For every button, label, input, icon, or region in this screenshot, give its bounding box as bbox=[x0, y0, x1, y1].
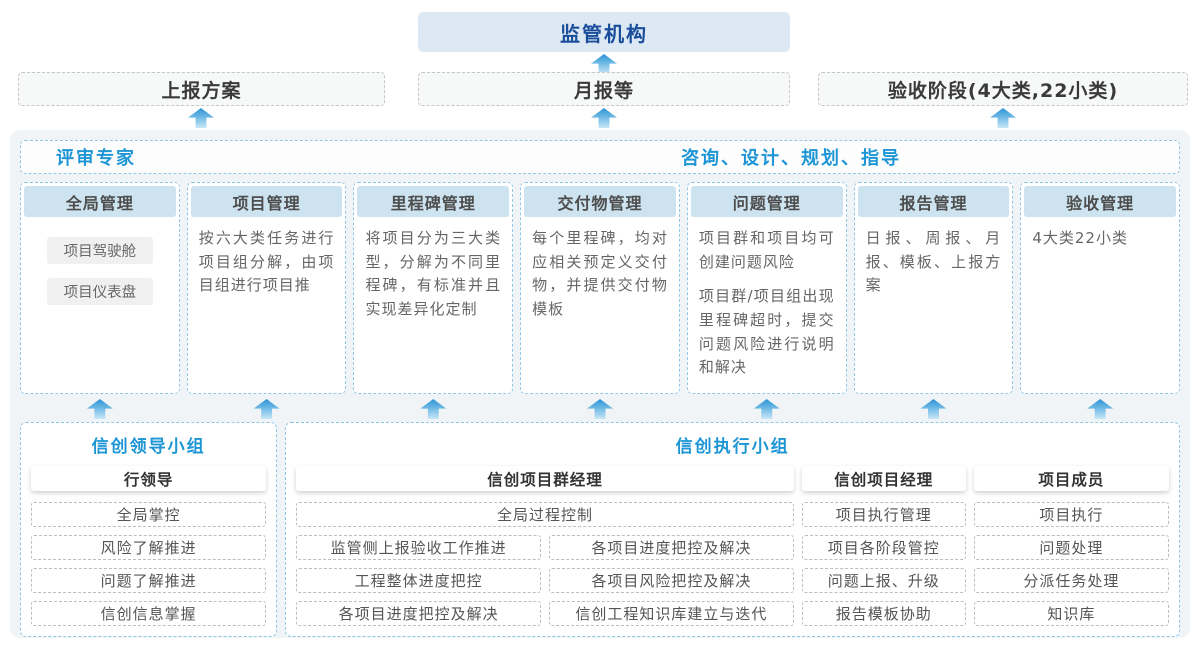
module-text: 日报、周报、月报、模板、上报方案 bbox=[865, 229, 1002, 295]
module-text: 4大类22小类 bbox=[1032, 229, 1128, 247]
duty-item: 知识库 bbox=[973, 601, 1169, 626]
role-box-project-member: 项目成员 bbox=[973, 466, 1169, 491]
module-title: 交付物管理 bbox=[524, 186, 676, 217]
module-item: 项目驾驶舱 bbox=[46, 237, 153, 264]
duty-item: 监管侧上报验收工作推进 bbox=[296, 535, 542, 560]
module-body: 按六大类任务进行项目组分解，由项目组进行项目推 bbox=[188, 217, 346, 393]
duty-item: 信创工程知识库建立与迭代 bbox=[549, 601, 794, 626]
module-card-acceptance: 验收管理 4大类22小类 bbox=[1020, 182, 1181, 394]
report-box-label: 验收阶段(4大类,22小类) bbox=[887, 79, 1119, 102]
duty-item: 分派任务处理 bbox=[973, 568, 1169, 593]
up-arrow-icon bbox=[86, 399, 113, 419]
up-arrow-icon bbox=[188, 108, 214, 128]
module-card-project: 项目管理 按六大类任务进行项目组分解，由项目组进行项目推 bbox=[186, 182, 347, 394]
module-title: 问题管理 bbox=[690, 186, 843, 217]
duty-item: 项目执行管理 bbox=[801, 502, 966, 527]
up-arrow-icon bbox=[591, 54, 617, 74]
module-body: 4大类22小类 bbox=[1021, 217, 1179, 393]
module-text: 项目群和项目均可创建问题风险 bbox=[698, 229, 835, 271]
up-arrow-icon bbox=[420, 399, 447, 419]
platform-container: 评审专家 咨询、设计、规划、指导 全局管理 项目驾驶舱 项目仪表盘 项目管理 按… bbox=[10, 130, 1190, 638]
report-box-acceptance: 验收阶段(4大类,22小类) bbox=[818, 72, 1188, 106]
up-arrow-icon bbox=[920, 399, 947, 419]
duty-item: 工程整体进度把控 bbox=[296, 568, 542, 593]
up-arrow-icon bbox=[990, 108, 1016, 128]
leader-group-title: 信创领导小组 bbox=[91, 437, 206, 457]
consult-label: 咨询、设计、规划、指导 bbox=[681, 148, 902, 169]
module-card-report: 报告管理 日报、周报、月报、模板、上报方案 bbox=[853, 182, 1014, 394]
module-card-milestone: 里程碑管理 将项目分为三大类型，分解为不同里程碑，有标准并且实现差异化定制 bbox=[353, 182, 514, 394]
module-title: 项目管理 bbox=[190, 186, 343, 217]
program-manager-column: 信创项目群经理 全局过程控制 监管侧上报验收工作推进 各项目进度把控及解决 工程… bbox=[296, 466, 794, 626]
duty-item: 各项目进度把控及解决 bbox=[296, 601, 542, 626]
module-title: 验收管理 bbox=[1024, 186, 1177, 217]
duty-item: 全局过程控制 bbox=[296, 502, 794, 527]
module-card-deliverable: 交付物管理 每个里程碑，均对应相关预定义交付物，并提供交付物模板 bbox=[520, 182, 680, 394]
duty-item: 问题上报、升级 bbox=[801, 568, 966, 593]
platform-header-bar: 评审专家 咨询、设计、规划、指导 bbox=[20, 140, 1180, 174]
role-box-program-manager: 信创项目群经理 bbox=[296, 466, 794, 491]
program-manager-duties: 全局过程控制 监管侧上报验收工作推进 各项目进度把控及解决 工程整体进度把控 各… bbox=[296, 502, 794, 626]
duty-item: 各项目风险把控及解决 bbox=[549, 568, 794, 593]
module-title: 报告管理 bbox=[857, 186, 1010, 217]
project-member-column: 项目成员 项目执行 问题处理 分派任务处理 知识库 bbox=[973, 466, 1169, 626]
duty-item: 项目执行 bbox=[973, 502, 1169, 527]
duty-item: 风险了解推进 bbox=[31, 535, 267, 560]
module-body: 将项目分为三大类型，分解为不同里程碑，有标准并且实现差异化定制 bbox=[354, 217, 512, 393]
up-arrow-icon bbox=[1087, 399, 1114, 419]
up-arrow-icon bbox=[253, 399, 280, 419]
report-box-monthly: 月报等 bbox=[418, 72, 790, 106]
module-body: 日报、周报、月报、模板、上报方案 bbox=[855, 217, 1013, 393]
module-text: 将项目分为三大类型，分解为不同里程碑，有标准并且实现差异化定制 bbox=[365, 229, 502, 319]
module-body: 项目驾驶舱 项目仪表盘 bbox=[21, 217, 179, 393]
project-manager-column: 信创项目经理 项目执行管理 项目各阶段管控 问题上报、升级 报告模板协助 bbox=[801, 466, 966, 626]
executor-columns: 信创项目群经理 全局过程控制 监管侧上报验收工作推进 各项目进度把控及解决 工程… bbox=[296, 466, 1169, 626]
executor-group: 信创执行小组 信创项目群经理 全局过程控制 监管侧上报验收工作推进 各项目进度把… bbox=[285, 422, 1180, 637]
module-item: 项目仪表盘 bbox=[46, 278, 153, 305]
group-to-module-arrows bbox=[20, 399, 1180, 419]
up-arrow-icon bbox=[587, 399, 614, 419]
up-arrow-icon bbox=[591, 108, 617, 128]
duty-item: 全局掌控 bbox=[31, 502, 267, 527]
regulator-label: 监管机构 bbox=[560, 21, 648, 46]
module-title: 全局管理 bbox=[24, 186, 176, 217]
module-text: 每个里程碑，均对应相关预定义交付物，并提供交付物模板 bbox=[532, 229, 668, 319]
report-box-label: 月报等 bbox=[573, 79, 634, 102]
role-box-project-manager: 信创项目经理 bbox=[801, 466, 966, 491]
module-text: 项目群/项目组出现里程碑超时，提交问题风险进行说明和解决 bbox=[698, 287, 835, 377]
module-card-issue: 问题管理 项目群和项目均可创建问题风险 项目群/项目组出现里程碑超时，提交问题风… bbox=[686, 182, 847, 394]
module-body: 项目群和项目均可创建问题风险 项目群/项目组出现里程碑超时，提交问题风险进行说明… bbox=[688, 217, 846, 393]
duty-item: 项目各阶段管控 bbox=[801, 535, 966, 560]
role-box-bank-leader: 行领导 bbox=[31, 466, 267, 491]
up-arrow-icon bbox=[753, 399, 780, 419]
report-box-label: 上报方案 bbox=[161, 79, 242, 102]
module-title: 里程碑管理 bbox=[357, 186, 510, 217]
duty-item: 报告模板协助 bbox=[801, 601, 966, 626]
module-text: 按六大类任务进行项目组分解，由项目组进行项目推 bbox=[198, 229, 335, 295]
expert-label: 评审专家 bbox=[56, 148, 136, 169]
module-card-global: 全局管理 项目驾驶舱 项目仪表盘 bbox=[20, 182, 180, 394]
module-body: 每个里程碑，均对应相关预定义交付物，并提供交付物模板 bbox=[521, 217, 679, 393]
duty-item: 问题处理 bbox=[973, 535, 1169, 560]
module-columns: 全局管理 项目驾驶舱 项目仪表盘 项目管理 按六大类任务进行项目组分解，由项目组… bbox=[20, 182, 1181, 394]
executor-group-title: 信创执行小组 bbox=[675, 437, 790, 457]
report-box-plan: 上报方案 bbox=[18, 72, 385, 106]
regulator-box: 监管机构 bbox=[418, 12, 790, 52]
bottom-groups: 信创领导小组 行领导 全局掌控 风险了解推进 问题了解推进 信创信息掌握 信创执… bbox=[20, 422, 1180, 637]
leader-group: 信创领导小组 行领导 全局掌控 风险了解推进 问题了解推进 信创信息掌握 bbox=[20, 422, 278, 637]
duty-item: 问题了解推进 bbox=[31, 568, 267, 593]
duty-item: 各项目进度把控及解决 bbox=[549, 535, 794, 560]
duty-item: 信创信息掌握 bbox=[31, 601, 267, 626]
